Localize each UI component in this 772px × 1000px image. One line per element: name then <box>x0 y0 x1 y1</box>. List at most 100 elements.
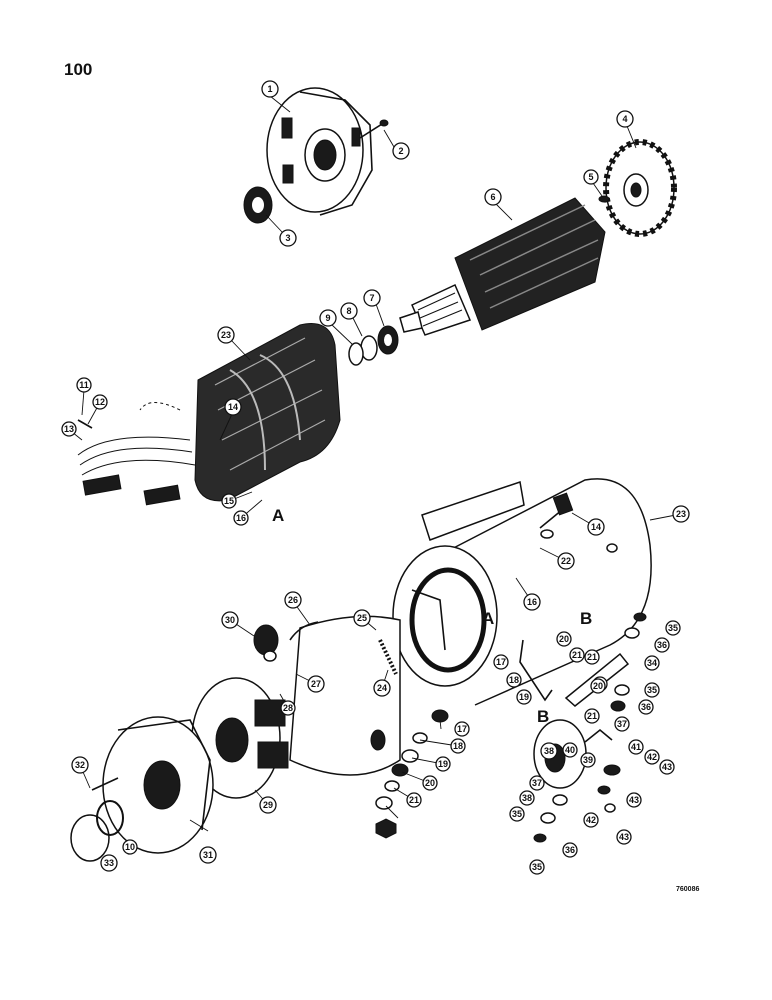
callout-label: 32 <box>71 756 89 774</box>
callout-label: 8 <box>340 302 358 320</box>
end-head-drawing <box>102 716 214 854</box>
svg-text:20: 20 <box>593 681 603 691</box>
svg-text:37: 37 <box>617 719 627 729</box>
callout-label: 41 <box>628 739 644 755</box>
svg-text:33: 33 <box>104 858 114 868</box>
callouts: 1 2 3 4 5 6 7 8 9 23 11 12 13 14 15 16 2… <box>61 80 690 875</box>
callout-label: 25 <box>353 609 371 627</box>
svg-text:41: 41 <box>631 742 641 752</box>
callout-label: 6 <box>484 188 502 206</box>
callout-label: 27 <box>307 675 325 693</box>
svg-text:1: 1 <box>267 84 272 94</box>
brush-leads-drawing <box>77 419 196 506</box>
callout-label: 36 <box>562 842 578 858</box>
bearing-washer-drawing <box>348 325 399 366</box>
svg-text:35: 35 <box>512 809 522 819</box>
callout-label: 35 <box>529 859 545 875</box>
svg-text:25: 25 <box>357 613 367 623</box>
callout-label: 20 <box>590 678 606 694</box>
leader-lines <box>71 95 682 832</box>
callout-label: 15 <box>221 493 237 509</box>
callout-label: 21 <box>584 708 600 724</box>
cover-cap-drawing <box>70 814 110 862</box>
fan-drawing <box>603 139 677 237</box>
reference-letter-b: B <box>580 609 592 628</box>
callout-label: 4 <box>616 110 634 128</box>
callout-label: 26 <box>284 591 302 609</box>
callout-label: 22 <box>557 552 575 570</box>
callout-label: 43 <box>616 829 632 845</box>
callout-label: 42 <box>644 749 660 765</box>
bolt-drawing <box>359 123 383 139</box>
svg-text:20: 20 <box>425 778 435 788</box>
svg-text:7: 7 <box>369 293 374 303</box>
callout-label: 10 <box>122 839 138 855</box>
svg-text:21: 21 <box>587 711 597 721</box>
callout-label: 18 <box>506 672 522 688</box>
svg-text:12: 12 <box>95 397 105 407</box>
callout-label: 35 <box>665 620 681 636</box>
svg-text:26: 26 <box>288 595 298 605</box>
svg-text:20: 20 <box>559 634 569 644</box>
callout-label: 3 <box>279 229 297 247</box>
svg-text:40: 40 <box>565 745 575 755</box>
callout-label: 43 <box>659 759 675 775</box>
svg-text:31: 31 <box>203 850 213 860</box>
callout-label: 28 <box>280 700 296 716</box>
svg-text:16: 16 <box>236 513 246 523</box>
callout-label: 31 <box>199 846 217 864</box>
svg-text:17: 17 <box>496 657 506 667</box>
callout-label: 16 <box>523 593 541 611</box>
callout-label: 9 <box>319 309 337 327</box>
svg-text:35: 35 <box>668 623 678 633</box>
callout-label: 21 <box>569 647 585 663</box>
svg-text:19: 19 <box>519 692 529 702</box>
svg-text:42: 42 <box>647 752 657 762</box>
svg-text:18: 18 <box>453 741 463 751</box>
svg-text:32: 32 <box>75 760 85 770</box>
callout-label: 12 <box>92 394 108 410</box>
callout-label: 14 <box>224 398 242 416</box>
callout-label: 39 <box>580 752 596 768</box>
callout-label: 7 <box>363 289 381 307</box>
callout-label: 37 <box>529 775 545 791</box>
callout-label: 42 <box>583 812 599 828</box>
page-number: 100 <box>64 60 93 79</box>
brush-plate-drawing <box>191 677 289 799</box>
callout-label: 11 <box>76 377 92 393</box>
key-drawing <box>598 195 610 203</box>
figure-code: 760086 <box>676 886 700 893</box>
callout-label: 29 <box>259 796 277 814</box>
svg-text:28: 28 <box>283 703 293 713</box>
svg-text:35: 35 <box>532 862 542 872</box>
callout-label: 19 <box>435 756 451 772</box>
svg-text:43: 43 <box>629 795 639 805</box>
svg-text:5: 5 <box>588 172 593 182</box>
callout-label: 35 <box>509 806 525 822</box>
svg-text:38: 38 <box>522 793 532 803</box>
reference-letter-b: B <box>537 707 549 726</box>
callout-label: 30 <box>221 611 239 629</box>
svg-text:11: 11 <box>79 380 89 390</box>
svg-text:10: 10 <box>125 842 135 852</box>
armature-drawing <box>399 197 606 336</box>
reference-letter-a: A <box>272 506 284 525</box>
callout-label: 20 <box>556 631 572 647</box>
svg-text:42: 42 <box>586 815 596 825</box>
svg-text:2: 2 <box>398 146 403 156</box>
svg-text:18: 18 <box>509 675 519 685</box>
callout-label: 17 <box>493 654 509 670</box>
svg-text:30: 30 <box>225 615 235 625</box>
svg-text:14: 14 <box>591 522 601 532</box>
callout-label: 38 <box>540 742 558 760</box>
reference-letter-a: A <box>482 609 494 628</box>
svg-text:23: 23 <box>676 509 686 519</box>
svg-text:3: 3 <box>285 233 290 243</box>
svg-text:9: 9 <box>325 313 330 323</box>
svg-text:22: 22 <box>561 556 571 566</box>
callout-label: 34 <box>644 655 660 671</box>
snap-ring-drawing <box>96 800 124 836</box>
callout-label: 33 <box>100 854 118 872</box>
svg-text:23: 23 <box>221 330 231 340</box>
